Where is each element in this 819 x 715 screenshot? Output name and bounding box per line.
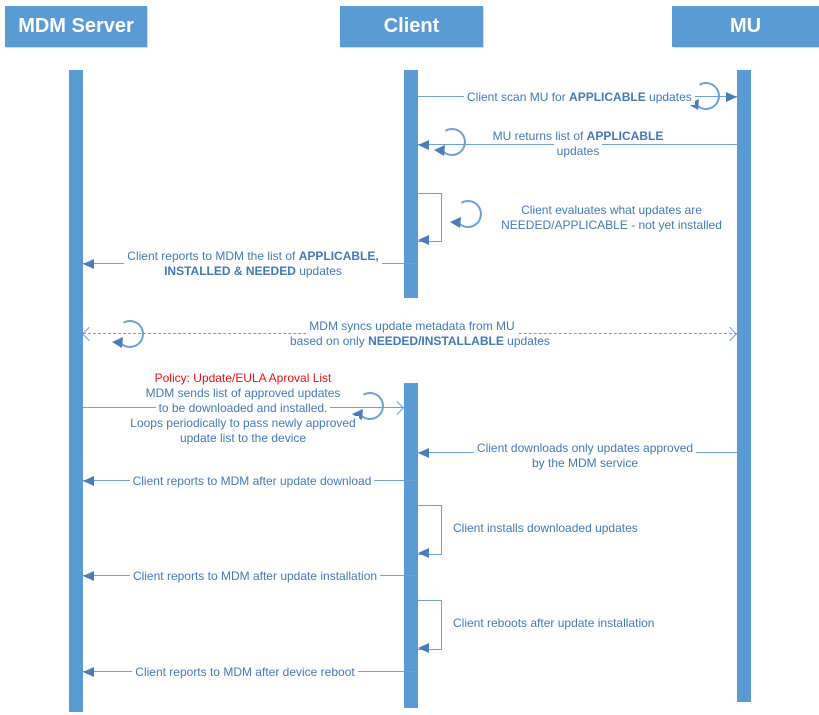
arrowhead-icon — [83, 571, 94, 581]
message-label-reports-reboot: Client reports to MDM after device reboo… — [100, 665, 390, 680]
arrowhead-icon — [418, 643, 429, 653]
message-label-reports-install: Client reports to MDM after update insta… — [105, 569, 405, 584]
actor-header-client: Client — [340, 6, 483, 47]
lifeline-mdm-server — [69, 70, 83, 712]
arrowhead-open-icon — [81, 326, 97, 342]
message-label-client-scan-mu: Client scan MU for APPLICABLE updates — [464, 90, 695, 105]
lifeline-client-lower — [404, 383, 418, 708]
lifeline-mu — [737, 70, 751, 702]
arrowhead-icon — [83, 259, 94, 269]
lifeline-client-upper — [404, 70, 418, 298]
loop-icon — [434, 128, 466, 156]
message-label-reports-download: Client reports to MDM after update downl… — [107, 474, 397, 489]
arrowhead-icon — [83, 476, 94, 486]
loop-icon — [450, 200, 482, 228]
self-message-bracket — [418, 600, 442, 650]
actor-header-mu: MU — [672, 6, 819, 47]
arrowhead-icon — [418, 140, 429, 150]
actor-header-mdm-server: MDM Server — [5, 6, 147, 47]
message-label-client-installs: Client installs downloaded updates — [450, 521, 700, 536]
arrowhead-icon — [726, 92, 737, 102]
loop-icon — [112, 320, 144, 348]
message-label-client-reports-list: Client reports to MDM the list of APPLIC… — [108, 249, 398, 279]
self-message-bracket — [418, 505, 442, 555]
loop-icon — [352, 392, 384, 420]
arrowhead-open-icon — [389, 400, 405, 416]
arrowhead-icon — [83, 667, 94, 677]
message-label-client-reboots: Client reboots after update installation — [450, 616, 700, 631]
self-message-bracket — [418, 193, 442, 242]
arrowhead-icon — [418, 235, 429, 245]
arrowhead-icon — [418, 448, 429, 458]
arrowhead-open-icon — [722, 326, 738, 342]
arrowhead-icon — [418, 548, 429, 558]
